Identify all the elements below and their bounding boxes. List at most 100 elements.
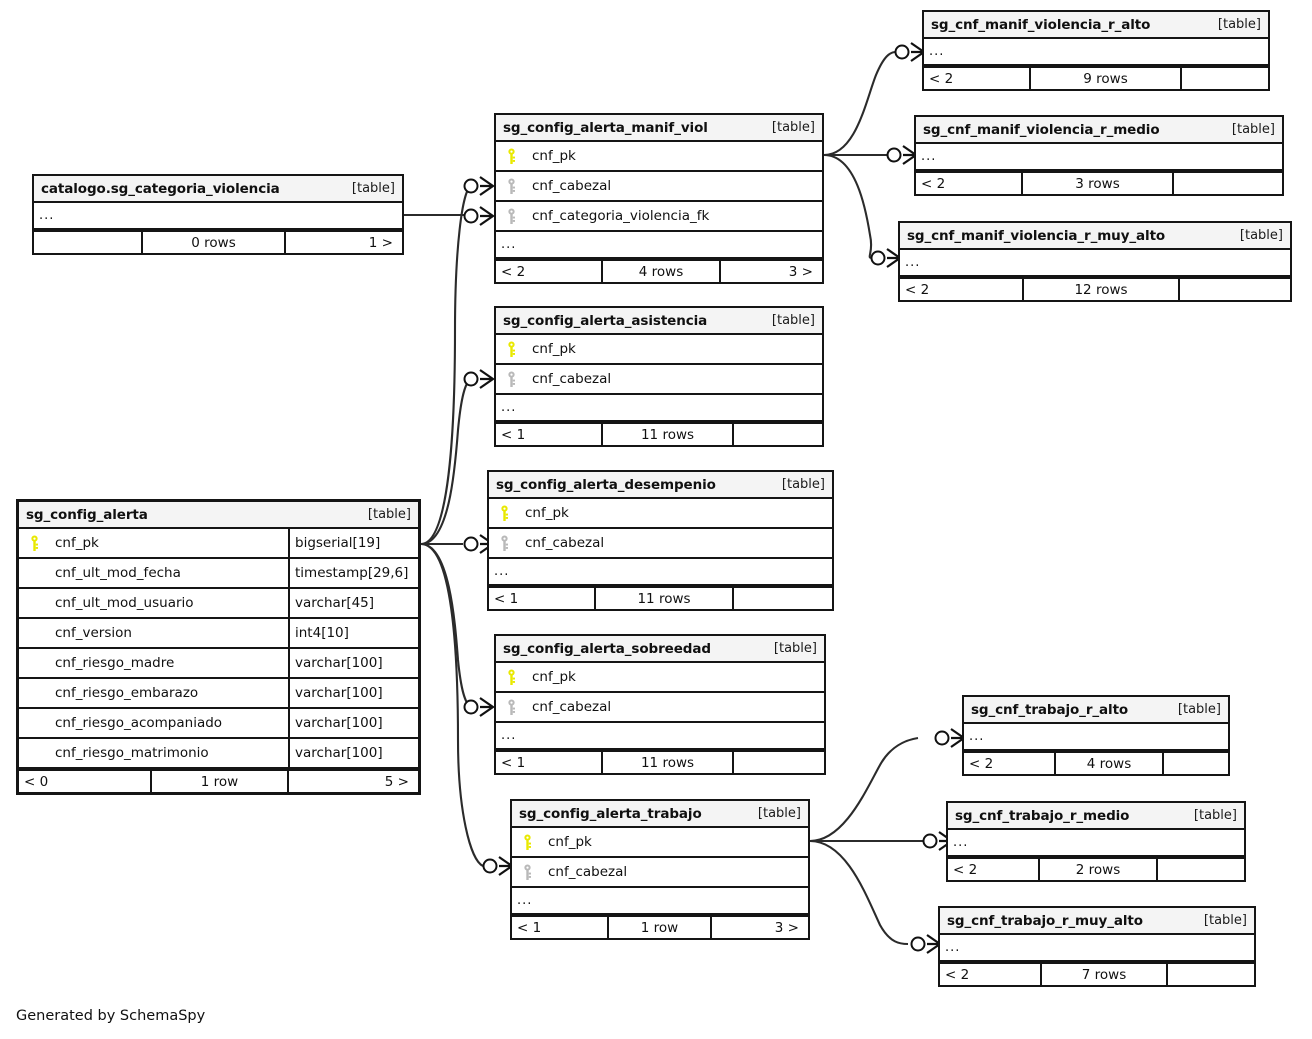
table-row[interactable]: cnf_pk <box>496 335 822 365</box>
column-name: cnf_riesgo_embarazo <box>55 685 199 701</box>
column-name: cnf_riesgo_matrimonio <box>55 745 209 761</box>
more-columns-ellipsis: ... <box>501 400 517 415</box>
footer-parents-count: < 1 <box>501 754 526 771</box>
column-name: cnf_cabezal <box>525 535 605 551</box>
table-sg_config_alerta_manif_viol[interactable]: sg_config_alerta_manif_viol[table]cnf_pk… <box>494 113 824 284</box>
table-title: sg_config_alerta_sobreedad <box>503 640 711 657</box>
table-title: sg_config_alerta_manif_viol <box>503 119 708 136</box>
edge-alerta-to-trabajo <box>420 542 484 867</box>
table-row[interactable]: ... <box>940 935 1254 962</box>
column-name: cnf_categoria_violencia_fk <box>532 208 710 224</box>
table-title: sg_cnf_trabajo_r_muy_alto <box>947 912 1143 929</box>
footer-parents-count: < 2 <box>953 861 978 878</box>
endpoint-manif-viol-categoria-fk <box>463 205 495 227</box>
table-row[interactable]: cnf_pk <box>496 142 822 172</box>
table-row[interactable]: ... <box>924 39 1268 66</box>
primary-key-icon <box>489 505 519 522</box>
more-columns-ellipsis: ... <box>501 728 517 743</box>
table-row[interactable]: ... <box>512 888 808 915</box>
foreign-key-icon <box>496 371 526 388</box>
footer-parents-count <box>34 232 141 253</box>
table-row[interactable]: cnf_pk <box>496 663 824 693</box>
more-columns-ellipsis: ... <box>494 564 510 579</box>
table-title: sg_cnf_trabajo_r_medio <box>955 807 1130 824</box>
table-row[interactable]: cnf_cabezal <box>512 858 808 888</box>
foreign-key-icon <box>496 699 526 716</box>
footer-row-count: 11 rows <box>601 752 734 773</box>
table-catalogo_sg_categoria_violencia[interactable]: catalogo.sg_categoria_violencia[table]..… <box>32 174 404 255</box>
endpoint-manif-r-muy-alto <box>870 247 902 269</box>
table-header-sg_config_alerta_desempenio: sg_config_alerta_desempenio[table] <box>489 472 832 499</box>
table-row[interactable]: cnf_pk <box>512 828 808 858</box>
more-columns-ellipsis: ... <box>501 237 517 252</box>
table-row[interactable]: ... <box>489 559 832 586</box>
table-row[interactable]: cnf_categoria_violencia_fk <box>496 202 822 232</box>
table-row[interactable]: ... <box>496 395 822 422</box>
table-header-sg_config_alerta_sobreedad: sg_config_alerta_sobreedad[table] <box>496 636 824 663</box>
footer-children-count <box>734 588 828 609</box>
table-row[interactable]: cnf_pk <box>489 499 832 529</box>
endpoint-sobreedad-cabezal <box>463 696 495 718</box>
column-type: varchar[100] <box>288 679 418 707</box>
table-sg_cnf_manif_violencia_r_muy_alto[interactable]: sg_cnf_manif_violencia_r_muy_alto[table]… <box>898 221 1292 302</box>
table-row[interactable]: ... <box>34 203 402 230</box>
table-row[interactable]: cnf_cabezal <box>489 529 832 559</box>
column-name: cnf_ult_mod_fecha <box>55 565 181 581</box>
footer-children-count <box>1164 753 1224 774</box>
more-columns-ellipsis: ... <box>953 835 969 850</box>
table-type-tag: [table] <box>781 477 825 492</box>
column-name: cnf_cabezal <box>532 371 612 387</box>
table-row[interactable]: ... <box>496 723 824 750</box>
column-type: varchar[45] <box>288 589 418 617</box>
table-header-sg_config_alerta_trabajo: sg_config_alerta_trabajo[table] <box>512 801 808 828</box>
table-sg_config_alerta_desempenio[interactable]: sg_config_alerta_desempenio[table]cnf_pk… <box>487 470 834 611</box>
foreign-key-icon <box>496 178 526 195</box>
table-row[interactable]: cnf_cabezal <box>496 693 824 723</box>
table-sg_cnf_manif_violencia_r_medio[interactable]: sg_cnf_manif_violencia_r_medio[table]...… <box>914 115 1284 196</box>
table-row[interactable]: cnf_riesgo_embarazo varchar[100] <box>19 679 418 709</box>
table-type-tag: [table] <box>1231 122 1275 137</box>
table-row[interactable]: ... <box>964 724 1228 751</box>
table-type-tag: [table] <box>1193 808 1237 823</box>
table-footer-sg_config_alerta_sobreedad: < 1 11 rows <box>496 750 824 773</box>
table-row[interactable]: cnf_cabezal <box>496 172 822 202</box>
footer-children-count: 3 > <box>774 919 799 936</box>
primary-key-icon <box>496 669 526 686</box>
table-header-sg_cnf_trabajo_r_muy_alto: sg_cnf_trabajo_r_muy_alto[table] <box>940 908 1254 935</box>
table-row[interactable]: ... <box>900 250 1290 277</box>
edge-trabajo-to-r-muy-alto <box>809 839 909 946</box>
column-type: varchar[100] <box>288 709 418 737</box>
footer-row-count: 7 rows <box>1040 964 1168 985</box>
generated-by-note: Generated by SchemaSpy <box>16 1008 206 1024</box>
column-name: cnf_cabezal <box>532 178 612 194</box>
table-row[interactable]: ... <box>948 830 1244 857</box>
table-row[interactable]: ... <box>916 144 1282 171</box>
table-sg_config_alerta_asistencia[interactable]: sg_config_alerta_asistencia[table]cnf_pk… <box>494 306 824 447</box>
more-columns-ellipsis: ... <box>905 255 921 270</box>
table-row[interactable]: ... <box>496 232 822 259</box>
table-sg_cnf_manif_violencia_r_alto[interactable]: sg_cnf_manif_violencia_r_alto[table]...<… <box>922 10 1270 91</box>
table-row[interactable]: cnf_cabezal <box>496 365 822 395</box>
footer-row-count: 0 rows <box>141 232 286 253</box>
primary-key-icon <box>496 148 526 165</box>
table-type-tag: [table] <box>1177 702 1221 717</box>
